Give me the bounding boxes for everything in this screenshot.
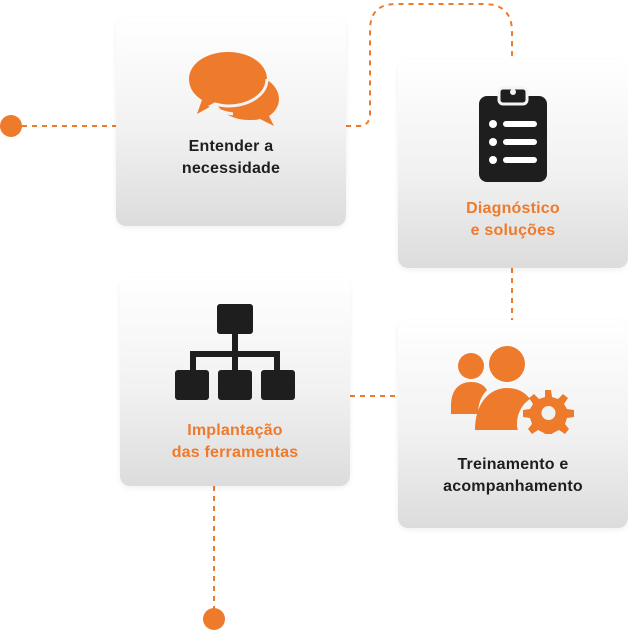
people-gear-icon — [451, 346, 574, 434]
start-dot — [0, 115, 22, 137]
step1-label-line2: necessidade — [181, 160, 281, 177]
connector-step1-to-step2 — [346, 3, 513, 127]
step-card-treinamento: Treinamento e acompanhamento — [398, 320, 628, 528]
step2-label-line2: e soluções — [470, 222, 556, 239]
end-dot — [203, 608, 225, 630]
step3-label-line1: Implantação — [187, 422, 283, 439]
clipboard-checklist-icon — [479, 86, 547, 182]
step-card-implantacao: Implantação das ferramentas — [120, 278, 350, 486]
chat-bubbles-icon — [189, 52, 279, 126]
step4-label-line2: acompanhamento — [443, 478, 583, 495]
step-card-diagnostico: Diagnóstico e soluções — [398, 60, 628, 268]
step2-label-line1: Diagnóstico — [466, 200, 560, 217]
step-card-entender: Entender a necessidade — [116, 18, 346, 226]
step4-label-line1: Treinamento e — [457, 456, 569, 473]
hierarchy-icon — [175, 304, 295, 400]
step1-label-line1: Entender a — [188, 138, 274, 155]
step3-label-line2: das ferramentas — [171, 444, 299, 461]
